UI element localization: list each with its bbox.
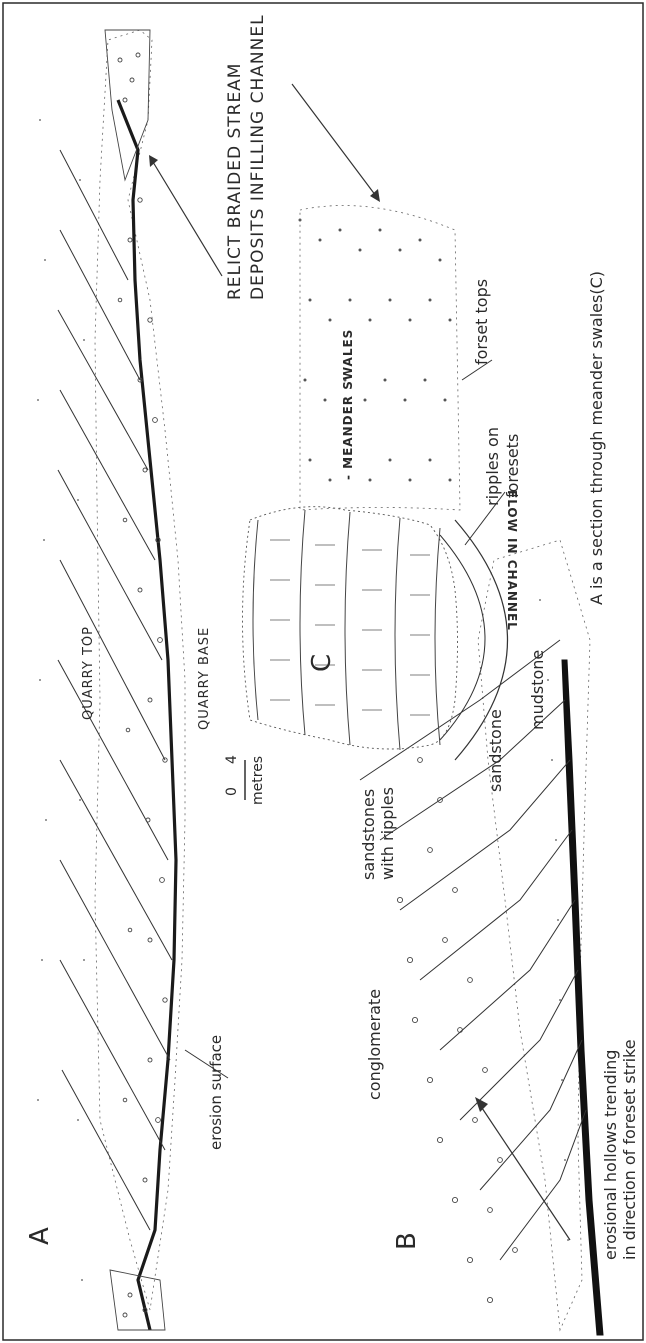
relict-arrowhead-2 [149,155,158,167]
meander-swales-label: - MEANDER SWALES [341,329,355,480]
section-a-sand-dots [37,119,85,1281]
relict-arrow-2 [153,162,222,276]
scale-bar-zero: 0 [224,787,240,796]
section-a-pebbles [118,198,167,1182]
swale-ridges [253,510,440,750]
erosion-surface-label: erosion surface [207,1035,225,1150]
panel-label-c: C [307,654,337,672]
sandstones-label-line1: sandstones [359,789,378,880]
mudstone-label: mudstone [528,650,547,730]
labels: A B C QUARRY TOP QUARRY BASE erosion sur… [25,14,639,1260]
hollows-label-line1: erosional hollows trending [601,1050,620,1260]
ripples-label-line2: foresets [503,434,522,498]
flow-in-channel-label: FLOW IN CHANNEL [505,490,519,631]
relict-arrow [292,84,376,196]
swale-top-pebbles [299,219,452,482]
scale-bar-unit: metres [250,756,266,805]
mudstone-bed [562,660,603,1335]
conglomerate-label: conglomerate [365,989,384,1100]
erosion-surface-line [118,100,176,1330]
ripples-label-line1: ripples on [483,427,502,506]
section-b [360,540,603,1335]
scale-bar-four: 4 [224,755,240,764]
hollows-label-line2: in direction of foreset strike [620,1039,639,1260]
section-a [37,30,185,1330]
foreset-tops-label: forset tops [472,279,491,365]
panel-label-b: B [392,1232,422,1250]
figure-caption: A is a section through meander swales(C) [587,271,606,605]
section-a-outline [95,30,185,1310]
scale-bar: 0 4 metres [224,755,266,805]
sandstones-label-line2: with ripples [378,787,397,880]
swale-ripple-ticks [270,540,430,715]
swale-top-outline [300,206,460,511]
section-b-foresets [360,640,586,1260]
sandstone-label: sandstone [486,709,505,792]
relict-label-line2: DEPOSITS INFILLING CHANNEL [248,14,268,300]
relict-label-line1: RELICT BRAIDED STREAM [225,63,245,300]
section-c [149,84,508,1078]
section-a-foresets [58,150,172,1230]
quarry-top-label: QUARRY TOP [81,626,96,720]
swales-body [243,507,458,749]
hollows-arrowhead [475,1097,488,1112]
hollows-arrow [480,1105,570,1240]
quarry-base-label: QUARRY BASE [197,627,212,730]
section-b-pebbles [397,758,517,1303]
panel-label-a: A [25,1227,55,1245]
